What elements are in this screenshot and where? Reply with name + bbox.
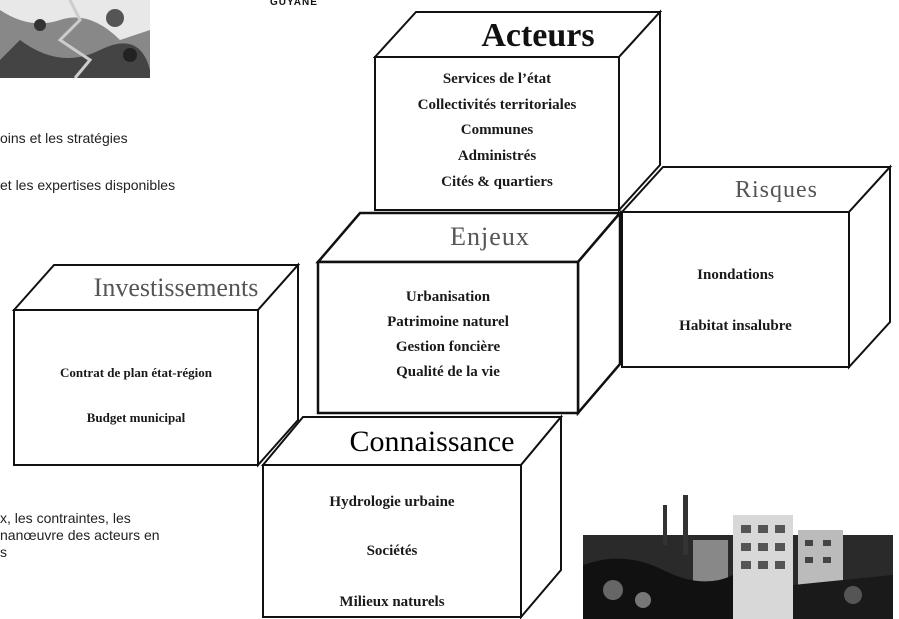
left-text-line-2: et les expertises disponibles: [0, 177, 176, 193]
enjeux-item-1: Urbanisation: [405, 289, 491, 305]
investissements-item-2: Budget municipal: [86, 410, 186, 425]
acteurs-item-1: Services de l’état: [442, 71, 552, 87]
left-text-line-1: oins et les stratégies: [0, 130, 128, 146]
city-buildings-image: [583, 495, 893, 619]
bottom-text-line-2: nanœuvre des acteurs en: [0, 527, 160, 543]
risques-cube: [619, 164, 893, 370]
risques-title: Risques: [734, 177, 818, 203]
connaissance-item-2: Sociétés: [366, 543, 418, 559]
landscape-photo: [0, 0, 150, 78]
photo-caption: GUYANE: [270, 0, 318, 8]
connaissance-title: Connaissance: [349, 425, 515, 458]
enjeux-item-4: Qualité de la vie: [396, 364, 500, 380]
connaissance-item-1: Hydrologie urbaine: [329, 494, 455, 510]
enjeux-item-3: Gestion foncière: [395, 339, 501, 355]
acteurs-item-4: Administrés: [457, 148, 537, 164]
investissements-item-1: Contrat de plan état-région: [59, 365, 212, 380]
risques-item-1: Inondations: [697, 267, 774, 283]
connaissance-cube: [260, 414, 564, 619]
acteurs-cube: [372, 9, 663, 213]
enjeux-item-2: Patrimoine naturel: [387, 314, 509, 330]
top-left-photo: [0, 0, 150, 78]
enjeux-cube: [315, 209, 623, 417]
connaissance-item-3: Milieux naturels: [339, 594, 445, 610]
city-photo: [583, 495, 893, 619]
bottom-text-line-3: s: [0, 544, 7, 560]
acteurs-item-2: Collectivités territoriales: [417, 97, 577, 113]
enjeux-title: Enjeux: [450, 222, 530, 251]
investissements-title: Investissements: [93, 273, 259, 302]
risques-item-2: Habitat insalubre: [679, 318, 792, 334]
acteurs-title: Acteurs: [481, 17, 595, 54]
bottom-text-line-1: x, les contraintes, les: [0, 510, 131, 526]
acteurs-item-3: Communes: [460, 122, 534, 138]
acteurs-item-5: Cités & quartiers: [441, 174, 553, 190]
investissements-cube: [11, 262, 301, 468]
